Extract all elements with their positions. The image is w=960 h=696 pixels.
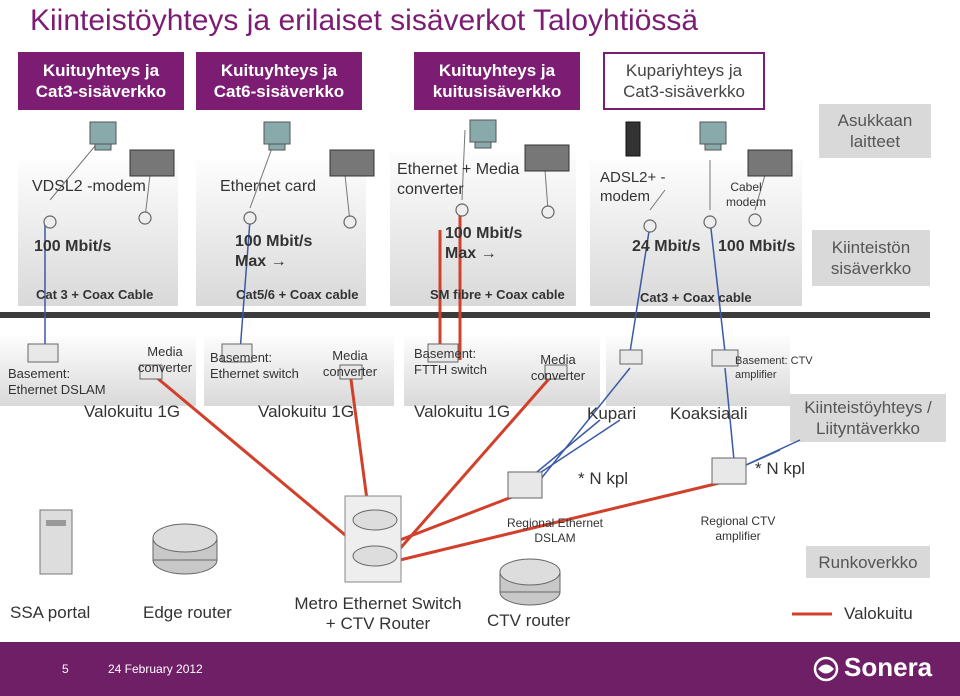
footer-brand: Sonera	[844, 652, 933, 682]
count-label-kupari: * N kpl	[578, 469, 629, 488]
device-label-cabel-modem: Cabel modem	[725, 180, 766, 209]
speed-label-column-2: 100 Mbit/s Max →	[235, 233, 313, 270]
access-label-valokuitu-1: Valokuitu 1G	[84, 402, 181, 421]
label-metro-ethernet: Metro Ethernet Switch + CTV Router	[294, 594, 462, 633]
device-label-ethernet-media-converter: Ethernet + Media converter	[397, 161, 520, 198]
access-label-valokuitu-3: Valokuitu 1G	[414, 402, 511, 421]
panel-column-4	[590, 160, 802, 306]
legend-label-valokuitu: Valokuitu	[844, 604, 913, 623]
access-label-koaksiaali: Koaksiaali	[670, 404, 748, 423]
basement-label-ethernet-dslam: Basement: Ethernet DSLAM	[8, 366, 106, 397]
basement-label-ctv-amplifier: Basement: CTV amplifier	[735, 355, 813, 381]
media-converter-label-3: Media converter	[530, 352, 586, 383]
label-edge-router: Edge router	[143, 603, 232, 622]
access-label-kupari: Kupari	[587, 404, 637, 423]
separator-bar	[0, 312, 930, 318]
side-label-asukkaan-laitteet: Asukkaan laitteet	[819, 104, 931, 158]
label-regional-dslam: Regional Ethernet DSLAM	[506, 516, 604, 545]
footer-date: 24 February 2012	[108, 662, 203, 676]
page-title: Kiinteistöyhteys ja erilaiset sisäverkot…	[30, 4, 699, 37]
side-label-runkoverkko: Runkoverkko	[806, 546, 930, 578]
count-label-koaksiaali: * N kpl	[755, 459, 806, 478]
panel-basement-4	[606, 336, 790, 406]
media-converter-label-1: Media converter	[137, 344, 193, 375]
panel-column-3	[390, 152, 576, 306]
side-label-kiinteiston-sisaverkko: Kiinteistön sisäverkko	[812, 230, 930, 286]
cable-label-column-2: Cat5/6 + Coax cable	[236, 287, 359, 302]
column-header-1: Kuituyhteys ja Cat3-sisäverkko	[18, 52, 184, 110]
cable-label-column-1: Cat 3 + Coax Cable	[36, 287, 154, 302]
label-ctv-router: CTV router	[487, 611, 571, 630]
cable-label-column-4: Cat3 + Coax cable	[640, 290, 752, 305]
basement-label-ftth-switch: Basement: FTTH switch	[414, 346, 487, 377]
device-label-vdsl2-modem: VDSL2 -modem	[32, 178, 146, 195]
label-ssa-portal: SSA portal	[10, 603, 91, 622]
speed-label-column-4a: 24 Mbit/s	[632, 238, 701, 255]
cable-label-column-3: SM fibre + Coax cable	[430, 287, 565, 302]
column-header-3: Kuituyhteys ja kuitusisäverkko	[414, 52, 580, 110]
access-label-valokuitu-2: Valokuitu 1G	[258, 402, 355, 421]
column-header-4: Kupariyhteys ja Cat3-sisäverkko	[603, 52, 765, 110]
label-regional-ctv: Regional CTV amplifier	[700, 514, 776, 543]
device-label-ethernet-card: Ethernet card	[220, 178, 317, 195]
sonera-logo-icon	[813, 656, 839, 682]
speed-label-column-3: 100 Mbit/s Max →	[445, 225, 523, 262]
device-label-adsl2-modem: ADSL2+ -modem	[600, 169, 666, 205]
panel-column-2	[196, 160, 366, 306]
column-header-2: Kuituyhteys ja Cat6-sisäverkko	[196, 52, 362, 110]
footer-page-number: 5	[62, 662, 69, 676]
media-converter-label-2: Media converter	[322, 348, 378, 379]
speed-label-column-4b: 100 Mbit/s	[718, 238, 796, 255]
footer: 5 24 February 2012 Sonera	[0, 642, 960, 696]
basement-label-ethernet-switch: Basement: Ethernet switch	[210, 350, 299, 381]
speed-label-column-1: 100 Mbit/s	[34, 238, 112, 255]
side-label-liityntaverkko: Kiinteistöyhteys / Liityntäverkko	[790, 394, 946, 442]
